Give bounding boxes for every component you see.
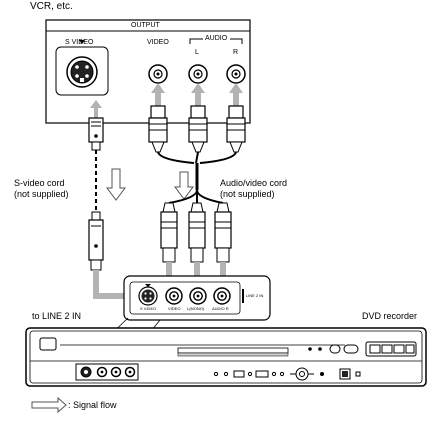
recorder-video-jack-label: VIDEO xyxy=(168,306,181,311)
svideo-cord-label: S-video cord xyxy=(14,178,65,188)
svideo-flow-arrow xyxy=(106,168,126,201)
vcr-video-jack xyxy=(148,64,168,84)
vcr-to-plugs-arrows xyxy=(90,83,243,118)
vcr-video-jack-label: VIDEO xyxy=(147,39,169,46)
legend-signal-flow-icon xyxy=(31,396,67,414)
recorder-svideo-jack xyxy=(138,284,158,306)
dvd-recorder-body xyxy=(25,327,427,387)
av-cord-bottom-split xyxy=(168,189,224,204)
av-cord-note: (not supplied) xyxy=(220,189,275,199)
vcr-svideo-jack xyxy=(66,40,98,88)
av-cord-top-plugs xyxy=(148,105,246,190)
recorder-front-jacks xyxy=(75,363,139,381)
recorder-audio-r-jack-label: AUDIO R xyxy=(212,306,229,311)
vcr-device-label: VCR, etc. xyxy=(30,1,73,12)
legend-signal-flow-label: : Signal flow xyxy=(68,400,117,410)
recorder-device-label: DVD recorder xyxy=(362,311,418,321)
vcr-audio-r-jack xyxy=(226,64,246,84)
recorder-audio-l-jack-label: L(MONO) xyxy=(187,306,205,311)
recorder-video-jack xyxy=(165,287,183,305)
vcr-audio-l-label: L xyxy=(195,49,199,56)
av-cord-bottom-plugs xyxy=(160,202,232,263)
vcr-svideo-jack-label: S VIDEO xyxy=(65,39,94,46)
vcr-output-panel-title: OUTPUT xyxy=(131,22,160,29)
vcr-audio-l-jack xyxy=(188,64,208,84)
vcr-audio-r-label: R xyxy=(233,49,239,56)
vcr-audio-group-label: AUDIO xyxy=(205,35,228,42)
svideo-cord xyxy=(88,117,104,271)
recorder-svideo-jack-label: S VIDEO xyxy=(140,306,157,311)
recorder-audio-r-jack xyxy=(213,287,231,305)
svideo-cord-note: (not supplied) xyxy=(14,189,69,199)
recorder-input-caption: to LINE 2 IN xyxy=(32,311,82,321)
recorder-audio-l-jack xyxy=(189,287,207,305)
av-flow-arrow xyxy=(174,171,194,200)
recorder-line2-panel-title: LINE 2 IN xyxy=(246,293,264,298)
recorder-line2-panel xyxy=(123,275,271,321)
vcr-output-panel xyxy=(45,19,251,124)
av-cord-label: Audio/video cord xyxy=(220,178,288,188)
